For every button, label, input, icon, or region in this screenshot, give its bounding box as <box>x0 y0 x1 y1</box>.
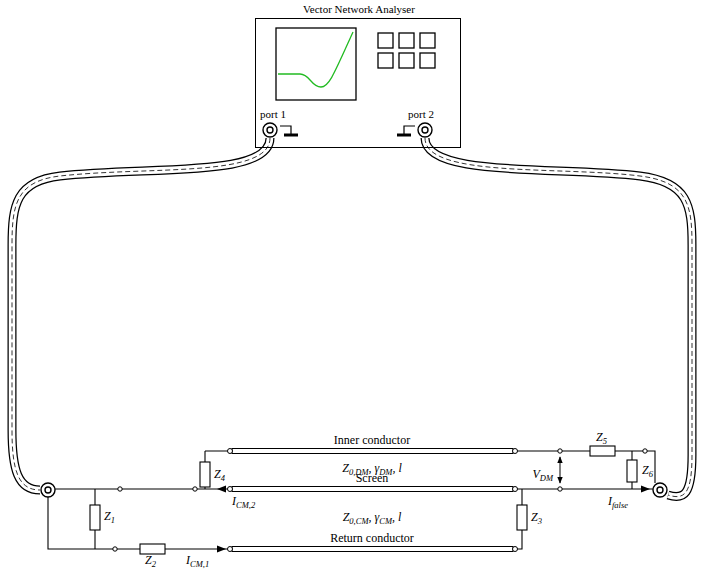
conductor-name: Return conductor <box>330 531 414 545</box>
transmission-line <box>228 449 518 552</box>
text-part: CM,2 <box>236 500 255 510</box>
port-label: port 2 <box>408 107 434 121</box>
text-part: I <box>232 494 236 508</box>
text-part: Z <box>214 467 221 481</box>
text-part: 5 <box>603 436 607 446</box>
text-part: , l <box>392 461 401 475</box>
text-part: , l <box>392 510 401 524</box>
signal-symbol: Z5 <box>596 430 607 444</box>
text-part: Z <box>343 510 350 524</box>
coax-cable <box>12 138 692 497</box>
signal-symbol: ICM,1 <box>186 553 209 567</box>
text-part: DM <box>540 473 553 483</box>
signal-symbol: Ifalse <box>608 494 628 508</box>
text-part: Z <box>642 463 649 477</box>
signal-symbol: Z2 <box>145 553 156 567</box>
text-part: DM <box>379 467 392 477</box>
analyser-screen <box>276 28 356 100</box>
wire <box>48 451 655 549</box>
text-part: 1 <box>111 515 115 525</box>
current-arrow <box>217 486 650 553</box>
text-part: I <box>608 494 612 508</box>
text-part: Z <box>531 510 538 524</box>
instrument-box: Vector Network Analyserport 1port 2 <box>255 18 461 148</box>
text-part: Z <box>342 461 349 475</box>
text-part: 0,CM <box>349 516 368 526</box>
button-grid <box>378 33 435 68</box>
text-part: 6 <box>649 469 653 479</box>
signal-symbol: Z1 <box>104 509 115 523</box>
text-part: false <box>612 500 628 510</box>
text-part: CM,1 <box>190 559 209 569</box>
text-part: CM <box>379 516 392 526</box>
text-part: 3 <box>538 516 542 526</box>
text-part: Z <box>104 509 111 523</box>
ground-symbol <box>280 126 415 135</box>
signal-symbol: VDM <box>532 467 553 481</box>
voltage-arrow <box>560 457 561 483</box>
signal-symbol: Z3 <box>531 510 542 524</box>
text-part: , γ <box>368 461 379 475</box>
signal-symbol: Z4 <box>214 467 225 481</box>
terminal <box>113 449 647 551</box>
text-part: , γ <box>368 510 379 524</box>
text-part: Z <box>596 430 603 444</box>
trace-curve <box>278 32 353 87</box>
port-label: port 1 <box>260 107 286 121</box>
text-part: 4 <box>221 473 225 483</box>
conductor-name: Inner conductor <box>334 433 410 447</box>
text-part: I <box>186 553 190 567</box>
text-part: V <box>532 467 539 481</box>
instrument-title: Vector Network Analyser <box>303 2 415 16</box>
text-part: 2 <box>152 559 156 569</box>
signal-symbol: Z0,DM, γDM, l <box>342 461 402 475</box>
impedance-symbol <box>90 446 637 554</box>
signal-symbol: Z6 <box>642 463 653 477</box>
signal-symbol: ICM,2 <box>232 494 255 508</box>
text-part: Z <box>145 553 152 567</box>
signal-symbol: Z0,CM, γCM, l <box>343 510 402 524</box>
text-part: 0,DM <box>349 467 369 477</box>
port-connector <box>41 123 667 497</box>
